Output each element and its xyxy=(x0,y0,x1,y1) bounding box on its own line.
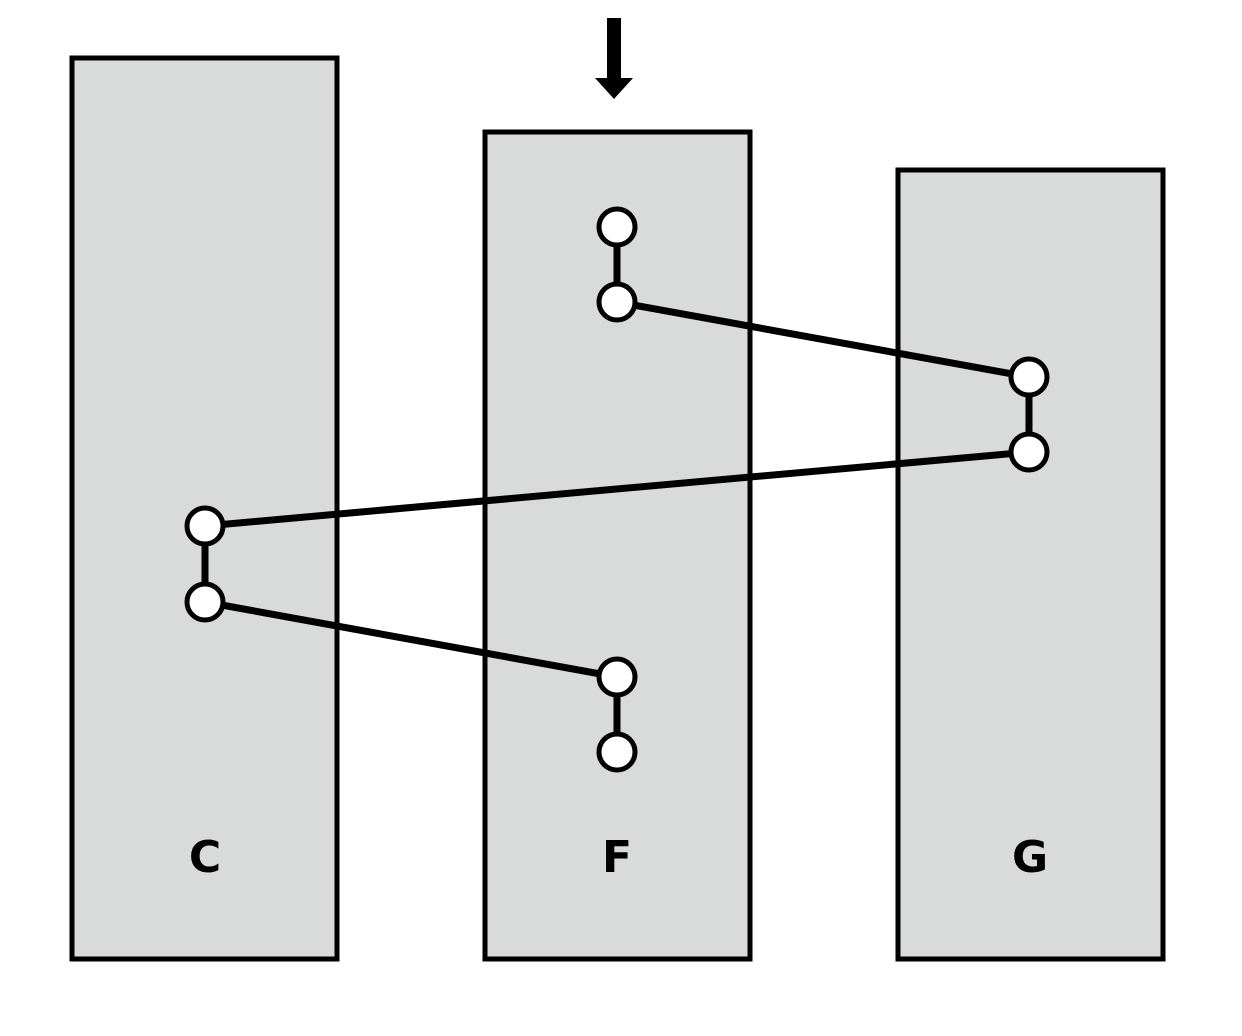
node-f3 xyxy=(596,656,638,698)
node-g1 xyxy=(1008,356,1050,398)
node-c2 xyxy=(184,581,226,623)
column-label-f: F xyxy=(602,832,632,883)
column-label-c: C xyxy=(189,832,221,883)
link-c2-f3 xyxy=(201,598,621,681)
down-arrow-icon xyxy=(595,18,633,99)
link-g2-c1 xyxy=(201,448,1033,530)
link-f2-g1 xyxy=(613,298,1033,381)
node-g2 xyxy=(1008,431,1050,473)
node-c1 xyxy=(184,505,226,547)
node-f2 xyxy=(596,281,638,323)
node-f4 xyxy=(596,731,638,773)
node-f1 xyxy=(596,206,638,248)
column-label-g: G xyxy=(1012,832,1048,883)
column-g xyxy=(895,167,1166,962)
